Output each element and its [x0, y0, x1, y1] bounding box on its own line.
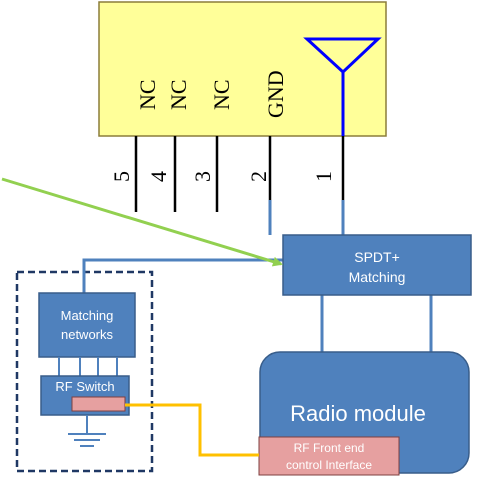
- matching-label-line1: Matching: [61, 308, 114, 323]
- pin-number-5: 5: [109, 171, 134, 182]
- pin-number-1: 1: [311, 171, 336, 182]
- radio-module-label: Radio module: [290, 401, 426, 426]
- rf-frontend-label-line2: control Interface: [286, 458, 372, 472]
- pin-label-nc-5: NC: [135, 79, 160, 110]
- spdt-label-line1: SPDT+: [354, 249, 400, 265]
- pin-label-nc-3: NC: [209, 79, 234, 110]
- spdt-matching-block: [282, 234, 472, 296]
- green-arrow: [1, 177, 283, 267]
- spdt-label-line2: Matching: [349, 269, 406, 285]
- pin-number-2: 2: [246, 171, 271, 182]
- antenna-icon: [303, 37, 382, 136]
- pin-label-nc-4: NC: [166, 79, 191, 110]
- pin-label-gnd: GND: [263, 70, 288, 118]
- matching-label-line2: networks: [61, 327, 114, 342]
- matching-networks-block: [38, 292, 136, 358]
- rf-switch-control-pad: [71, 396, 126, 412]
- ground-icon: [68, 415, 106, 447]
- trace-matching-spdt: [82, 258, 283, 293]
- control-signal-line: [125, 403, 259, 457]
- rf-switch-label: RF Switch: [55, 379, 114, 394]
- pin-number-4: 4: [146, 171, 171, 182]
- pin-number-3: 3: [190, 171, 215, 182]
- rf-frontend-label-line1: RF Front end: [294, 441, 365, 455]
